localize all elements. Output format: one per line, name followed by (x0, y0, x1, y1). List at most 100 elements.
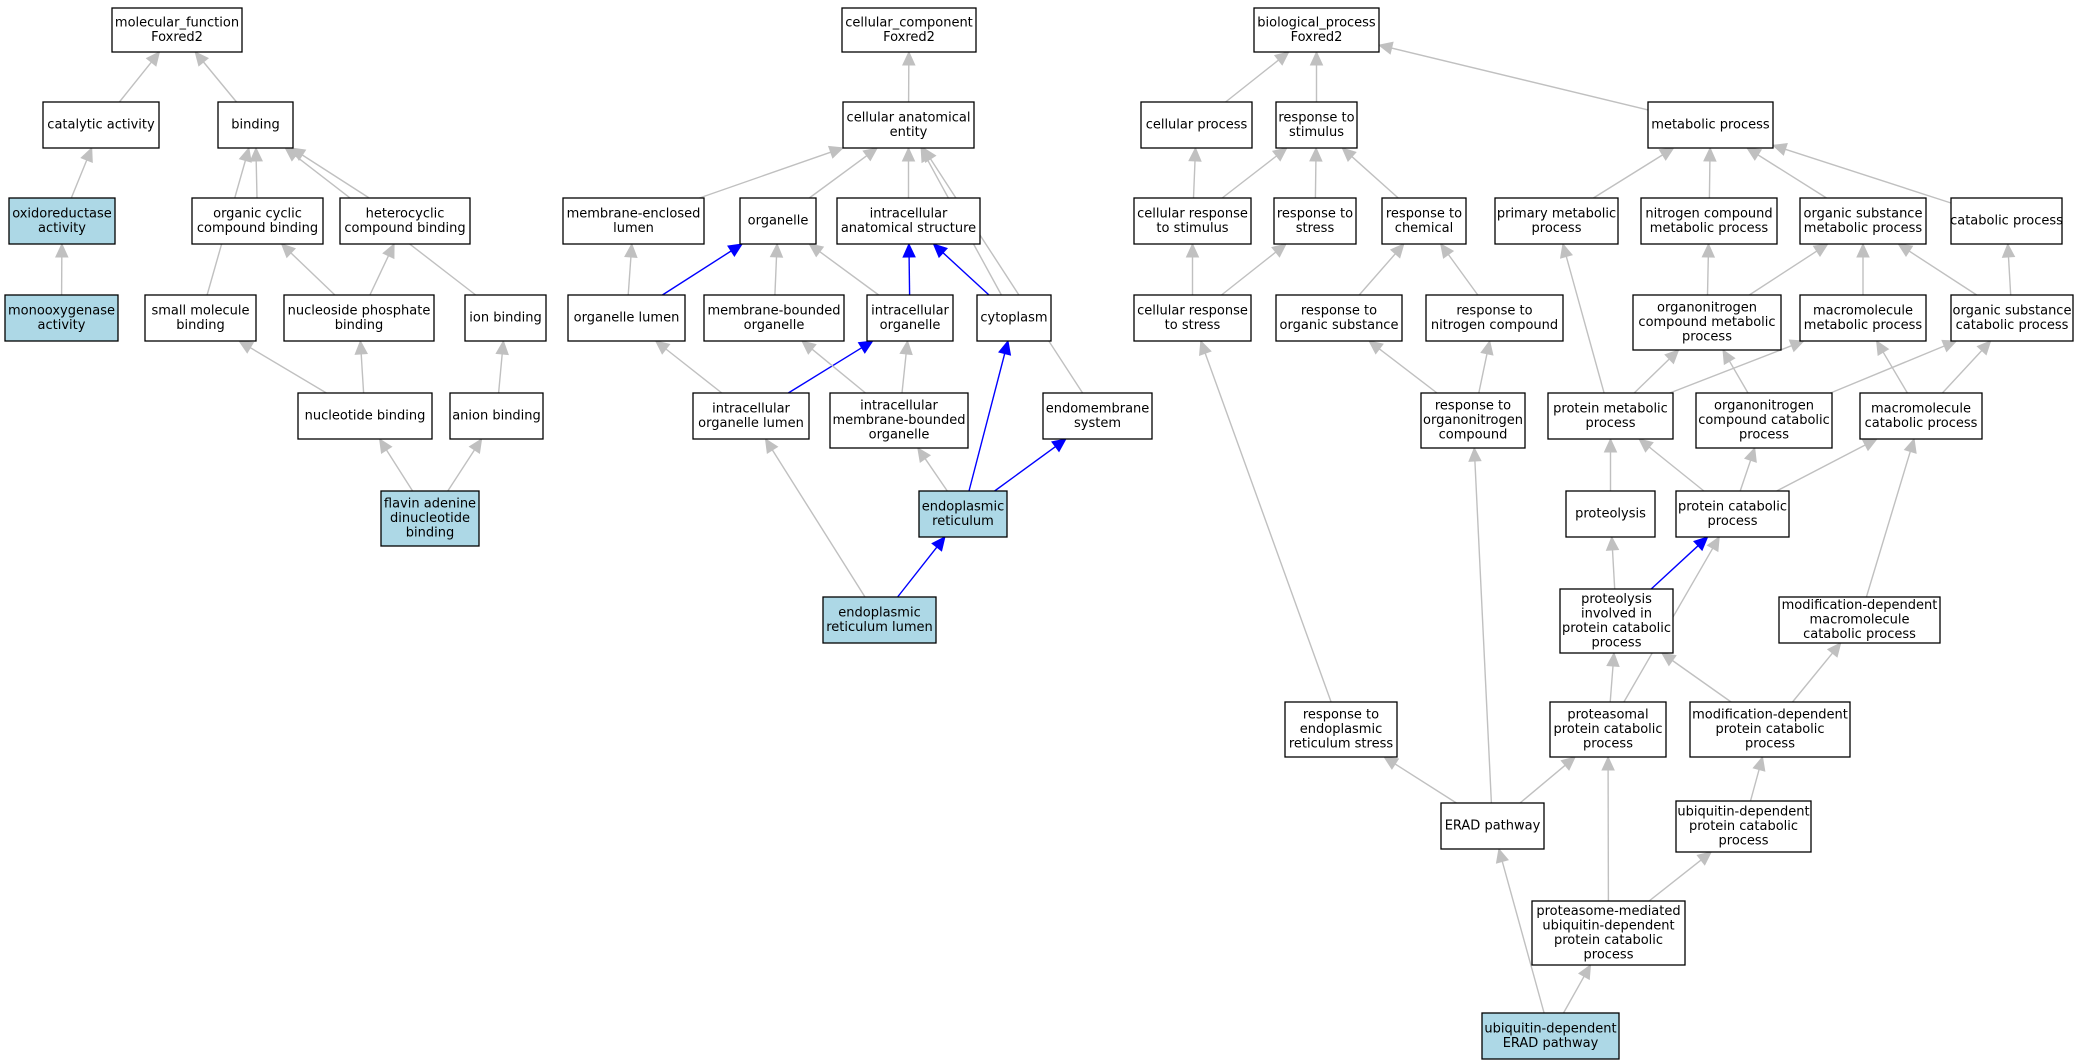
edge-line (1865, 451, 1911, 598)
edge-cell_proc-to-bp_root (1225, 51, 1290, 103)
term-label-line: to stress (1165, 318, 1221, 333)
term-box (1547, 392, 1674, 440)
arrowhead (1788, 339, 1805, 353)
edge-line (1671, 659, 1732, 703)
arrowhead (1601, 755, 1615, 771)
edge-line (1648, 446, 1705, 492)
term-label-line: endoplasmic (1300, 722, 1382, 737)
term-label-line: reticulum (932, 514, 994, 529)
term-label-line: response to (1435, 399, 1511, 414)
term-label-line: process (1739, 428, 1789, 443)
term-label-line: response to (1386, 206, 1462, 221)
arrowhead (1468, 446, 1482, 462)
term-label-line: protein catabolic (1553, 722, 1662, 737)
edge-line (811, 348, 866, 394)
arrowhead (1638, 438, 1654, 453)
term-label-line: macromolecule (1871, 401, 1971, 416)
arrowhead (238, 340, 255, 354)
arrowhead (727, 243, 744, 258)
arrowhead (1903, 437, 1917, 454)
term-label-line: binding (406, 526, 454, 541)
edge-oxidoreductase-to-catalytic (70, 146, 93, 199)
edge-imbo-to-intra_org (899, 339, 913, 394)
arrowhead (1856, 242, 1870, 258)
edge-line (1748, 250, 1818, 296)
term-label-line: small molecule (152, 303, 250, 318)
term-label-line: process (1682, 330, 1732, 345)
term-box (1689, 701, 1851, 758)
term-box (866, 294, 954, 342)
term-node-org-lumen: organelle lumen (567, 294, 686, 342)
edge-nucleoside_ph-to-heterocyclic (369, 242, 395, 296)
term-box (836, 197, 981, 245)
term-label-line: organic substance (1953, 303, 2072, 318)
edge-line (255, 160, 258, 199)
term-label-line: ion binding (469, 311, 541, 326)
term-box (1420, 392, 1526, 449)
term-box (1640, 197, 1778, 245)
term-label-line: organelle lumen (574, 311, 680, 326)
term-label-line: endoplasmic (838, 605, 920, 620)
arrowhead (280, 243, 297, 259)
term-label-line: membrane-bounded (707, 303, 840, 318)
term-label-line: process (1586, 416, 1636, 431)
term-label-line: macromolecule (1809, 613, 1909, 628)
edge-line (1941, 350, 1983, 394)
arrowhead (1188, 146, 1202, 162)
edge-line (1791, 652, 1834, 703)
arrowhead (902, 50, 916, 66)
edge-monooxygenase-to-oxidoreductase (55, 242, 69, 296)
edge-line (1648, 859, 1702, 902)
edge-prot_med-to-ubq_dep_prot (1648, 851, 1713, 902)
arrowhead (1706, 535, 1720, 553)
term-box (1284, 701, 1398, 758)
term-label-line: ERAD pathway (1445, 819, 1541, 834)
edge-proteolysis-to-prot_metab (1603, 437, 1618, 491)
edge-anion-to-ion_binding (495, 339, 509, 394)
edge-org_cyclic-to-binding (249, 146, 263, 199)
edge-line (497, 353, 503, 394)
edge-catab-to-metab (1771, 143, 1952, 204)
edge-line (924, 458, 948, 492)
term-box (1632, 294, 1782, 351)
term-box (1494, 197, 1619, 245)
term-box (692, 392, 810, 440)
arrowhead (1309, 50, 1324, 66)
edge-nitro_metab-to-metab (1703, 146, 1717, 199)
edge-prot_metab-to-orgnitro_metab (1633, 349, 1680, 394)
edge-resp_chem-to-resp_stim (1341, 147, 1399, 199)
edge-org_sub_metab-to-metab (1745, 147, 1827, 199)
arrowhead (1722, 348, 1736, 366)
term-node-catab: catabolic process (1950, 197, 2063, 245)
edge-line (1394, 763, 1457, 804)
edge-er_lumen-to-iol (764, 437, 866, 598)
term-label-line: proteolysis (1575, 507, 1646, 522)
arrowhead (932, 243, 948, 259)
arrowhead (1941, 339, 1958, 353)
term-box (1481, 1012, 1620, 1060)
term-box (1859, 392, 1983, 440)
term-box (1778, 596, 1941, 644)
term-label-line: to stimulus (1156, 221, 1228, 236)
edge-line (699, 151, 831, 199)
term-label-line: organonitrogen (1657, 301, 1757, 316)
edges-layer (55, 41, 2016, 1014)
term-node-mod-dep-macro: modification-dependentmacromoleculecatab… (1778, 596, 1941, 644)
arrowhead (1559, 242, 1573, 259)
term-box (1140, 101, 1253, 149)
edge-line (1478, 353, 1488, 394)
edge-line (290, 252, 336, 296)
edge-er_lumen-to-er (897, 536, 946, 598)
edge-resp_orgnitro-to-resp_nitro (1478, 339, 1494, 394)
edge-line (1785, 148, 1952, 204)
